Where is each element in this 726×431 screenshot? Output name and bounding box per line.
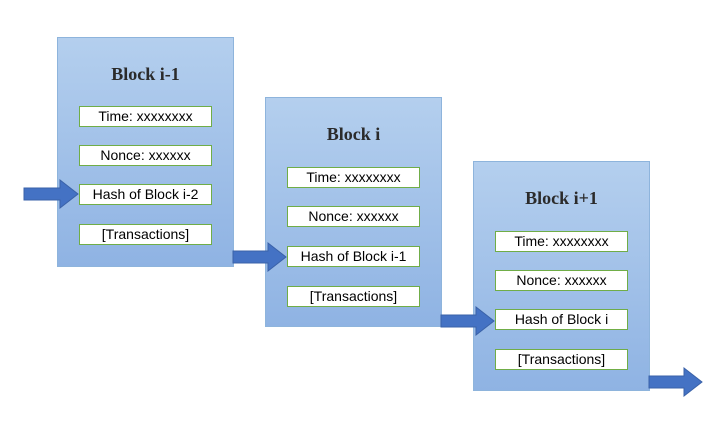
block-title: Block i+1 bbox=[525, 188, 598, 208]
previous-hash-field: Hash of Block i-2 bbox=[79, 184, 212, 205]
previous-hash-field: Hash of Block i bbox=[495, 309, 628, 330]
nonce-field: Nonce: xxxxxx bbox=[79, 145, 212, 166]
nonce-field: Nonce: xxxxxx bbox=[287, 206, 420, 227]
block-i: Block i Time: xxxxxxxx Nonce: xxxxxx Has… bbox=[265, 97, 442, 327]
transactions-field: [Transactions] bbox=[287, 286, 420, 307]
transactions-field: [Transactions] bbox=[79, 224, 212, 245]
previous-hash-field: Hash of Block i-1 bbox=[287, 246, 420, 267]
block-title: Block i bbox=[326, 124, 381, 144]
incoming-arrow bbox=[23, 178, 79, 210]
block-i-minus-1: Block i-1 Time: xxxxxxxx Nonce: xxxxxx H… bbox=[57, 37, 234, 267]
block-i-plus-1: Block i+1 Time: xxxxxxxx Nonce: xxxxxx H… bbox=[473, 161, 650, 391]
time-field: Time: xxxxxxxx bbox=[287, 167, 420, 188]
time-field: Time: xxxxxxxx bbox=[495, 231, 628, 252]
outgoing-arrow bbox=[648, 366, 703, 398]
nonce-field: Nonce: xxxxxx bbox=[495, 270, 628, 291]
link-arrow-1 bbox=[232, 241, 287, 273]
link-arrow-2 bbox=[440, 305, 495, 337]
transactions-field: [Transactions] bbox=[495, 349, 628, 370]
block-title: Block i-1 bbox=[111, 64, 180, 84]
time-field: Time: xxxxxxxx bbox=[79, 106, 212, 127]
